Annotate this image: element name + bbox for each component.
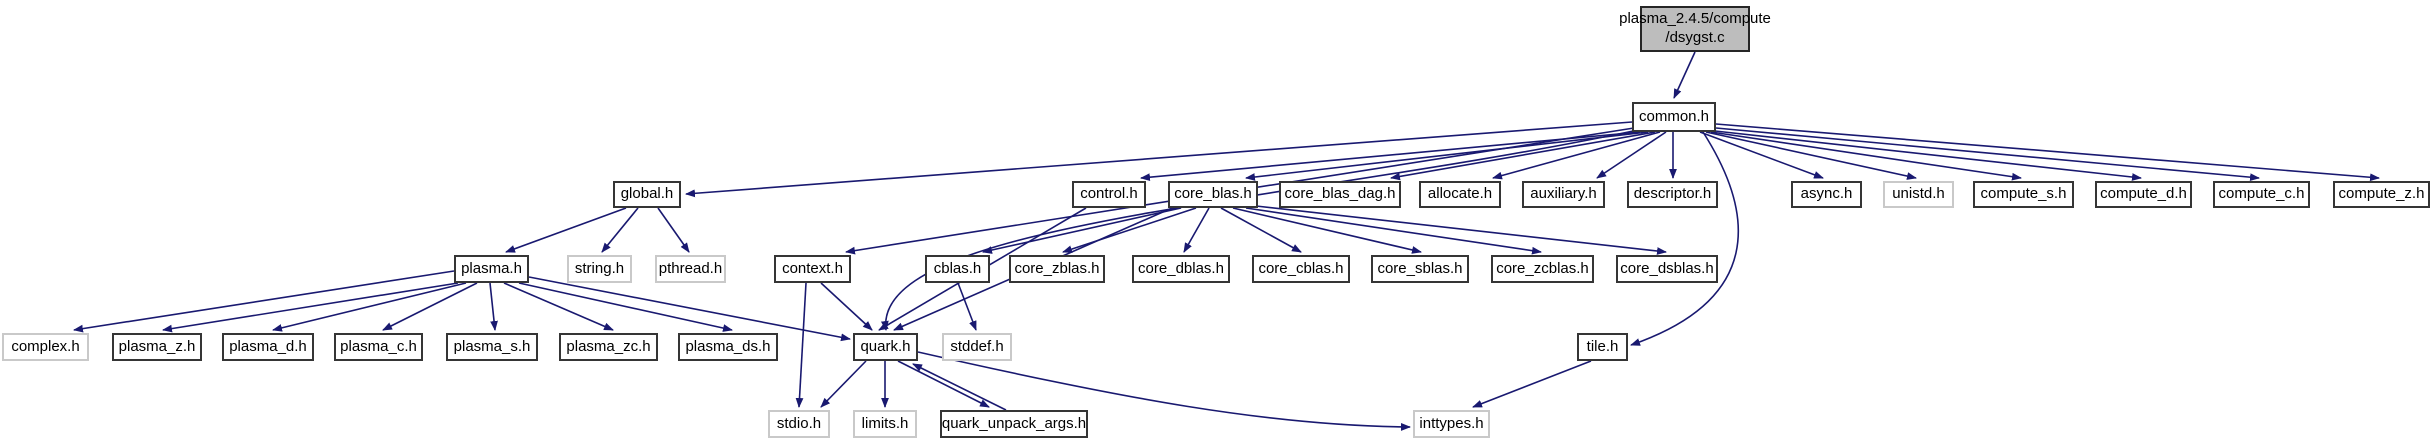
edge-core-blas-h-to-core-zblas-h	[1062, 207, 1197, 253]
node-string-h[interactable]: string.h	[567, 255, 632, 283]
node-core-sblas-h[interactable]: core_sblas.h	[1371, 255, 1469, 283]
edge-cblas-h-to-stddef-h	[957, 282, 977, 331]
edge-common-h-to-compute-z-h	[1715, 123, 2380, 182]
node-core-zblas-h[interactable]: core_zblas.h	[1009, 255, 1105, 283]
node-plasma-c-h[interactable]: plasma_c.h	[334, 333, 423, 361]
node-compute-z-h[interactable]: compute_z.h	[2333, 181, 2430, 208]
edge-plasma-h-to-quark-h	[528, 276, 851, 342]
node-core-dblas-h[interactable]: core_dblas.h	[1132, 255, 1230, 283]
edge-common-h-to-auxiliary-h	[1596, 131, 1667, 179]
edge-common-h-to-tile-h	[1630, 131, 1740, 346]
edge-core-blas-h-to-core-dblas-h	[1183, 207, 1210, 253]
edge-plasma-h-to-plasma-c-h	[382, 282, 478, 331]
edge-common-h-to-compute-d-h	[1714, 130, 2142, 181]
edge-common-h-to-core-blas-dag-h	[1390, 131, 1656, 181]
edge-common-h-to-compute-c-h	[1715, 127, 2260, 182]
node-complex-h[interactable]: complex.h	[2, 333, 89, 361]
edge-core-blas-h-to-cblas-h	[982, 207, 1182, 254]
node-plasma-h[interactable]: plasma.h	[454, 255, 529, 283]
node-inttypes-h[interactable]: inttypes.h	[1413, 410, 1490, 438]
edge-quark-h-to-inttypes-h	[917, 351, 1411, 431]
node-plasma-ds-h[interactable]: plasma_ds.h	[678, 333, 778, 361]
edge-quark-h-to-stdio-h	[820, 360, 867, 408]
node-limits-h[interactable]: limits.h	[853, 410, 917, 438]
edge-plasma-h-to-plasma-z-h	[162, 282, 459, 333]
edge-plasma-h-to-plasma-d-h	[272, 282, 467, 332]
node-context-h[interactable]: context.h	[774, 255, 851, 283]
edge-quark-unpack-args-h-to-quark-h	[912, 363, 1007, 411]
edge-common-h-to-unistd-h	[1705, 131, 1917, 180]
edge-dsygst-c-to-common-h	[1673, 51, 1696, 99]
edge-common-h-to-core-blas-h	[1245, 131, 1649, 181]
edge-common-h-to-async-h	[1699, 131, 1824, 179]
node-compute-c-h[interactable]: compute_c.h	[2213, 181, 2310, 208]
node-quark-h[interactable]: quark.h	[853, 333, 918, 361]
node-plasma-s-h[interactable]: plasma_s.h	[446, 333, 538, 361]
node-dsygst-c: plasma_2.4.5/compute /dsygst.c	[1619, 6, 1771, 52]
node-pthread-h[interactable]: pthread.h	[655, 255, 726, 283]
edge-common-h-to-allocate-h	[1492, 131, 1661, 180]
edge-global-h-to-plasma-h	[505, 207, 627, 253]
node-core-cblas-h[interactable]: core_cblas.h	[1252, 255, 1350, 283]
edge-tile-h-to-inttypes-h	[1472, 360, 1592, 408]
node-async-h[interactable]: async.h	[1791, 181, 1862, 208]
node-control-h[interactable]: control.h	[1072, 181, 1146, 208]
edge-common-h-to-quark-h	[881, 129, 1639, 331]
edge-plasma-h-to-plasma-s-h	[489, 282, 498, 331]
edge-common-h-to-global-h	[685, 121, 1633, 198]
node-allocate-h[interactable]: allocate.h	[1419, 181, 1501, 208]
node-global-h[interactable]: global.h	[613, 181, 681, 208]
node-plasma-zc-h[interactable]: plasma_zc.h	[559, 333, 658, 361]
node-plasma-d-h[interactable]: plasma_d.h	[222, 333, 314, 361]
node-auxiliary-h[interactable]: auxiliary.h	[1522, 181, 1605, 208]
edge-global-h-to-string-h	[601, 207, 639, 253]
node-core-blas-h[interactable]: core_blas.h	[1168, 181, 1258, 208]
edge-core-blas-h-to-core-dsblas-h	[1255, 205, 1667, 255]
edge-plasma-h-to-plasma-zc-h	[503, 282, 614, 331]
node-stddef-h[interactable]: stddef.h	[942, 333, 1012, 361]
edge-core-blas-h-to-core-zcblas-h	[1245, 207, 1542, 255]
edge-context-h-to-stdio-h	[795, 282, 807, 408]
node-tile-h[interactable]: tile.h	[1577, 333, 1628, 361]
node-cblas-h[interactable]: cblas.h	[925, 255, 990, 283]
node-quark-unpack-args-h[interactable]: quark_unpack_args.h	[940, 410, 1088, 438]
node-core-dsblas-h[interactable]: core_dsblas.h	[1616, 255, 1718, 283]
node-descriptor-h[interactable]: descriptor.h	[1627, 181, 1718, 208]
node-common-h[interactable]: common.h	[1632, 102, 1716, 132]
node-compute-s-h[interactable]: compute_s.h	[1973, 181, 2074, 208]
edge-global-h-to-pthread-h	[657, 207, 690, 253]
node-unistd-h[interactable]: unistd.h	[1883, 181, 1954, 208]
node-plasma-z-h[interactable]: plasma_z.h	[112, 333, 202, 361]
node-core-zcblas-h[interactable]: core_zcblas.h	[1491, 255, 1594, 283]
edge-plasma-h-to-plasma-ds-h	[518, 282, 733, 332]
node-stdio-h[interactable]: stdio.h	[768, 410, 830, 438]
node-compute-d-h[interactable]: compute_d.h	[2095, 181, 2192, 208]
edge-quark-h-to-quark-unpack-args-h	[897, 360, 990, 408]
edge-context-h-to-quark-h	[820, 282, 873, 331]
node-core-blas-dag-h[interactable]: core_blas_dag.h	[1279, 181, 1401, 208]
edge-core-blas-h-to-core-sblas-h	[1232, 207, 1422, 254]
edge-plasma-h-to-complex-h	[73, 270, 455, 333]
edge-core-blas-h-to-core-cblas-h	[1220, 207, 1302, 253]
edge-common-h-to-compute-s-h	[1710, 131, 2022, 181]
